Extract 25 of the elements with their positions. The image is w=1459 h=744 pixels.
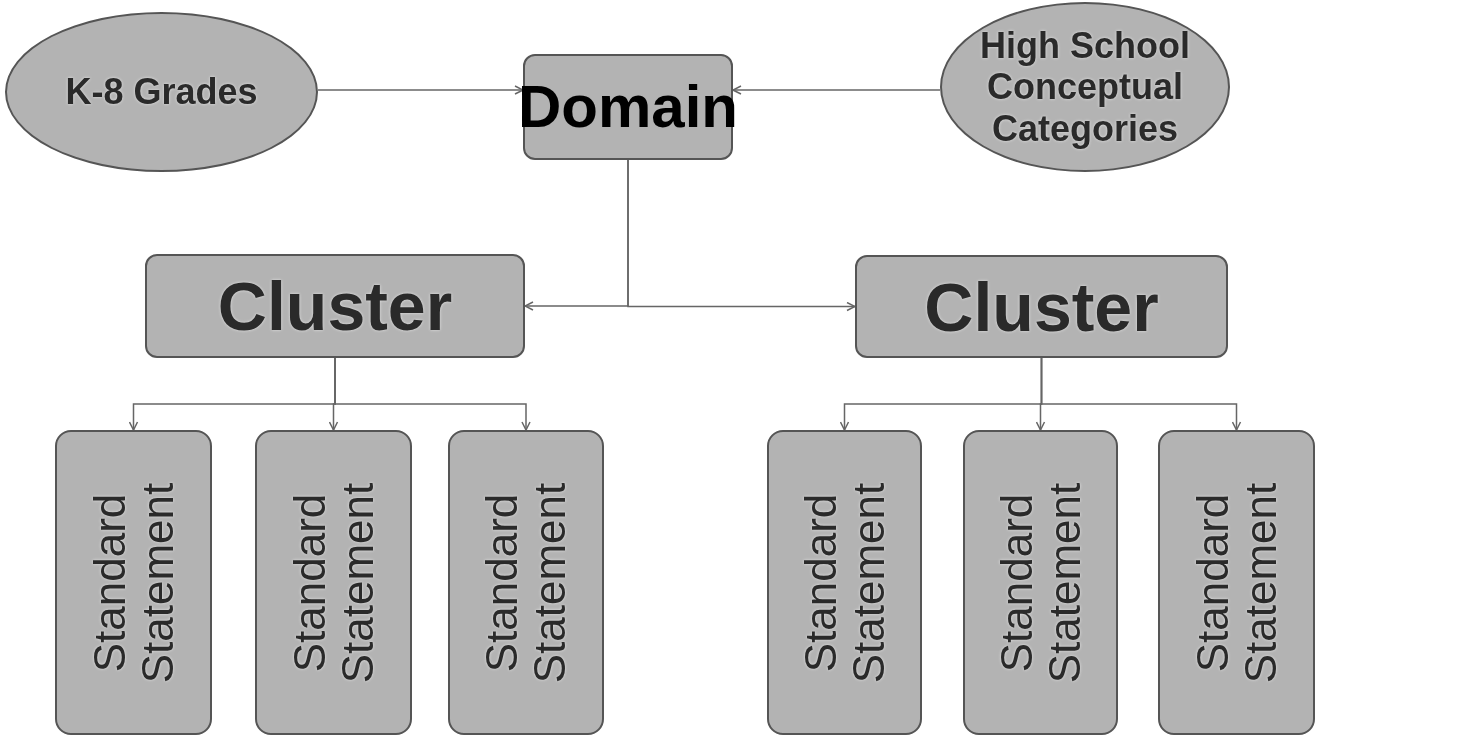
node-label: Cluster [924, 272, 1159, 341]
node-label: Standard Statement [796, 481, 893, 685]
process-box [145, 254, 525, 358]
arrow [1040, 357, 1242, 431]
process-box [448, 430, 604, 735]
process-box [767, 430, 922, 735]
node-label: Standard Statement [992, 481, 1089, 685]
arrow [732, 85, 941, 95]
arrow [627, 159, 856, 312]
process-box [523, 54, 733, 160]
node-label: Standard Statement [477, 481, 575, 685]
process-box [963, 430, 1118, 735]
node-label: Standard Statement [85, 481, 182, 685]
node-label: K-8 Grades [65, 71, 258, 113]
node-label: Standard Statement [1188, 481, 1285, 685]
process-box [855, 255, 1228, 358]
node-label: Domain [518, 72, 738, 142]
process-box [55, 430, 212, 735]
node-label: Cluster [217, 272, 453, 340]
process-box [1158, 430, 1315, 735]
arrow [317, 85, 524, 95]
arrow [334, 357, 531, 431]
node-label: High School Conceptual Categories [979, 24, 1191, 150]
node-label: Standard Statement [285, 481, 382, 685]
process-box [255, 430, 412, 735]
